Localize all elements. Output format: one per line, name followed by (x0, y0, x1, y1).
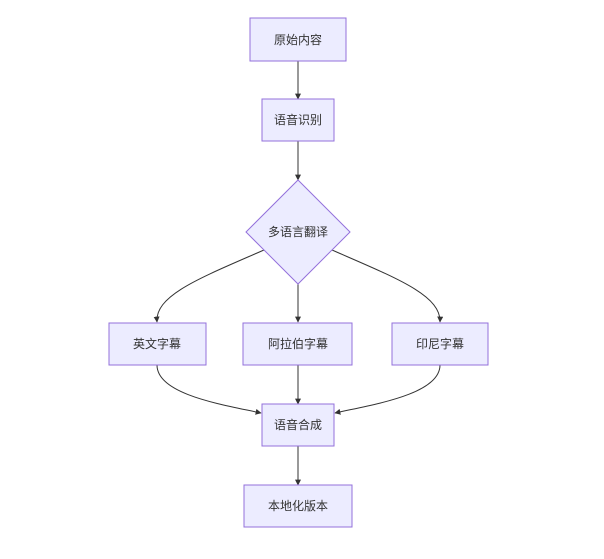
node-indonesian-subtitles-label: 印尼字幕 (416, 336, 464, 351)
node-original-content-label: 原始内容 (274, 32, 322, 47)
node-arabic-subtitles[interactable]: 阿拉伯字幕 (242, 322, 353, 366)
node-speech-recognition[interactable]: 语音识别 (261, 98, 335, 142)
node-speech-synthesis-label: 语音合成 (274, 417, 322, 432)
edges (153, 61, 444, 486)
node-speech-synthesis[interactable]: 语音合成 (261, 403, 335, 447)
node-indonesian-subtitles[interactable]: 印尼字幕 (391, 322, 489, 366)
node-localized-version-label: 本地化版本 (268, 499, 328, 513)
node-multilingual-translation[interactable]: 多语言翻译 (245, 179, 351, 285)
node-english-subtitles-label: 英文字幕 (133, 336, 181, 351)
edge-indonesian-to-tts (334, 364, 441, 415)
node-localized-version[interactable]: 本地化版本 (243, 484, 353, 528)
node-multilingual-translation-label: 多语言翻译 (268, 225, 328, 239)
edge-english-to-tts (156, 364, 262, 415)
edge-translate-to-english (153, 249, 265, 323)
node-arabic-subtitles-label: 阿拉伯字幕 (268, 336, 328, 351)
node-original-content[interactable]: 原始内容 (249, 17, 347, 62)
edge-translate-to-indonesian (331, 249, 444, 323)
node-english-subtitles[interactable]: 英文字幕 (108, 322, 207, 366)
node-speech-recognition-label: 语音识别 (274, 112, 322, 127)
